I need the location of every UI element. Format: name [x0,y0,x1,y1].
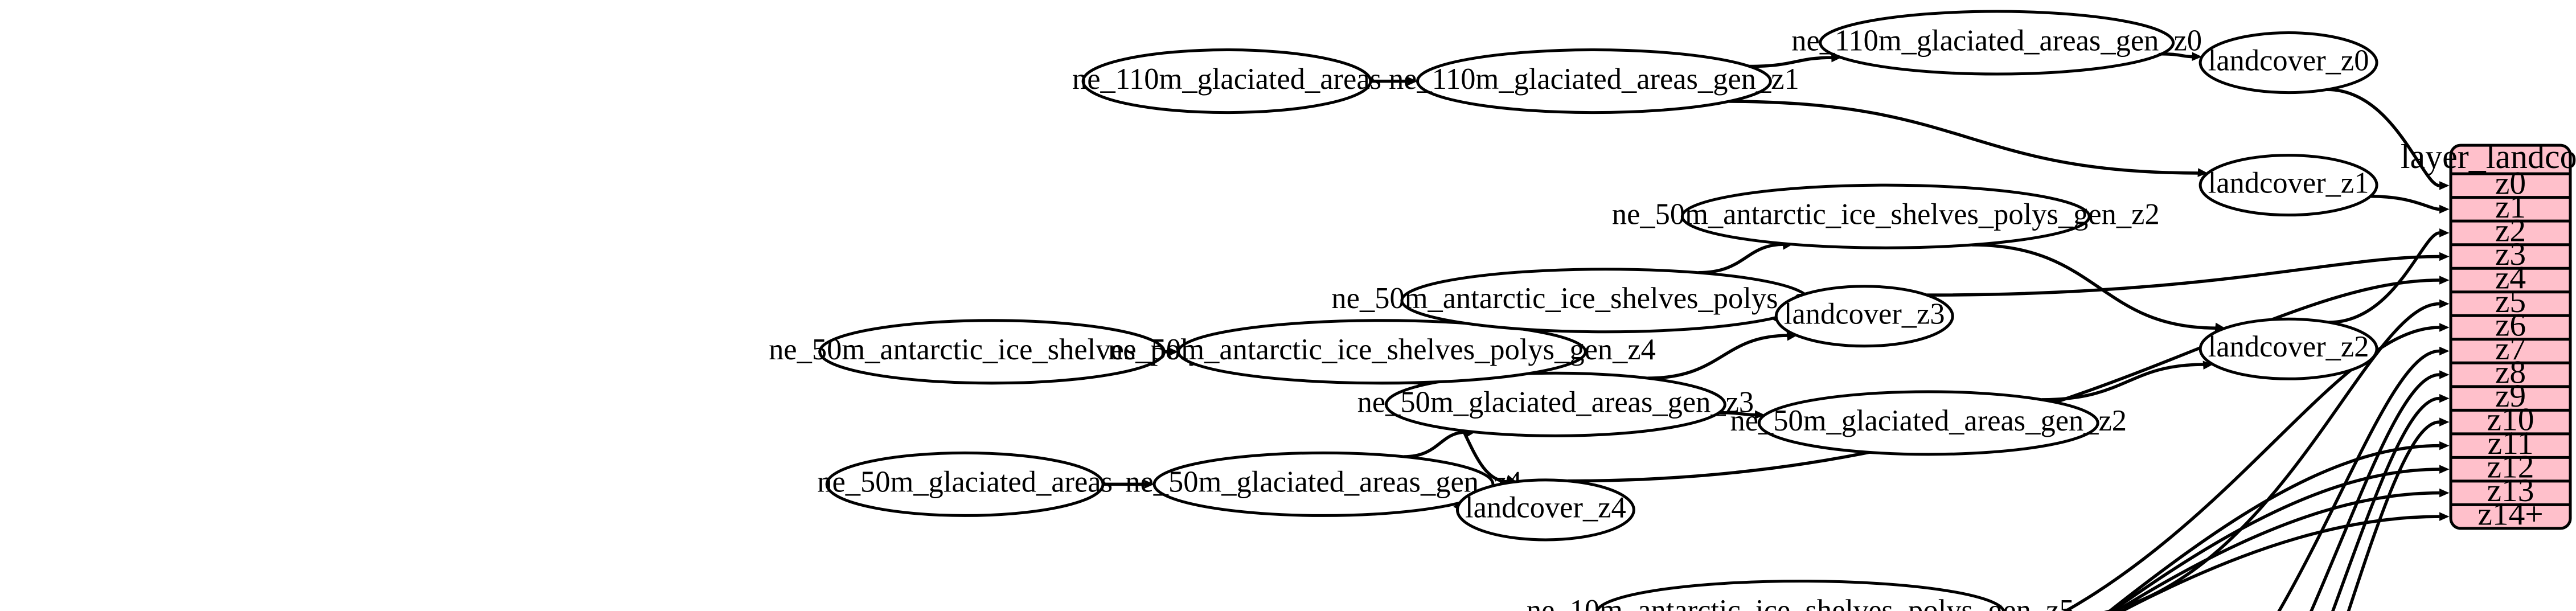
node-landcover_z0[interactable]: landcover_z0 [2198,31,2378,95]
record-cell-z5[interactable]: z5 [2495,284,2526,319]
record-table-layer: layer_landcoverz0z1z2z3z4z5z6z7z8z9z10z1… [2401,138,2576,532]
edge-osm_landcover_polygon-to-record-z14+ [2119,515,2440,611]
node-shape[interactable] [1774,285,1954,348]
record-cell-z0[interactable]: z0 [2495,165,2526,201]
node-landcover_z1[interactable]: landcover_z1 [2198,154,2378,217]
record-title: layer_landcover [2401,138,2576,175]
node-shape[interactable] [1081,48,1372,114]
node-ne_50m_antarctic_ice_shelves_polys_gen_z2[interactable]: ne_50m_antarctic_ice_shelves_polys_gen_z… [1612,183,2160,249]
node-shape[interactable] [1757,390,2099,456]
record-cell-z8[interactable]: z8 [2495,354,2526,390]
node-shape[interactable] [818,319,1166,385]
edge-ne_50m_glaciated_areas_gen_z3-to-ne_50m_glaciated_areas_gen_z2 [1719,411,1757,417]
node-shape[interactable] [1177,319,1587,385]
edge-arrowhead [2439,393,2450,403]
node-shape[interactable] [825,451,1105,517]
edge-arrowhead [1407,76,1418,86]
edge-arrowhead [2439,370,2450,379]
edge-osm_landcover_gen_z7-to-record-z7 [2277,349,2440,611]
record-cell-z2[interactable]: z2 [2495,212,2526,248]
node-shape[interactable] [1416,48,1772,114]
edge-arrowhead [2439,465,2450,474]
edge-landcover_z0-to-record-z0 [2327,88,2440,187]
node-ne_110m_glaciated_areas_gen_z1[interactable]: ne_110m_glaciated_areas_gen_z1 [1389,48,1799,114]
node-ne_50m_glaciated_areas[interactable]: ne_50m_glaciated_areas [817,451,1113,517]
edge-osm_landcover_gen_z11-to-record-z11 [2107,444,2440,611]
record-cell-z14+[interactable]: z14+ [2477,497,2543,532]
node-shape[interactable] [2198,154,2378,217]
edge-arrowhead [2439,299,2450,309]
record-cell-z4[interactable]: z4 [2495,260,2526,296]
record-cell-z7[interactable]: z7 [2495,331,2526,367]
node-ne_10m_antarctic_ice_shelves_polys_gen_z5[interactable]: ne_10m_antarctic_ice_shelves_polys_gen_z… [1527,579,2074,611]
node-shape[interactable] [1400,268,1811,334]
edge-landcover_z2-to-record-z2 [2329,231,2440,324]
node-landcover_z4[interactable]: landcover_z4 [1455,478,1635,542]
edge-arrowhead [1144,479,1155,489]
node-landcover_z2[interactable]: landcover_z2 [2198,317,2378,380]
record-cell-z3[interactable]: z3 [2495,236,2526,272]
edge-arrowhead [2439,204,2450,214]
edge-arrowhead [2439,488,2450,498]
record-cell-z13[interactable]: z13 [2487,473,2534,509]
edge-ne_110m_glaciated_areas_gen_z1-to-landcover_z1 [1729,100,2200,175]
edge-arrowhead [2439,441,2450,450]
node-shape[interactable] [2198,31,2378,95]
edge-ne_50m_antarctic_ice_shelves_polys_gen_z2-to-landcover_z2 [1972,243,2217,330]
edges-layer [1103,52,2450,611]
edge-arrowhead [1168,347,1179,356]
nodes-layer: imposm3osm_landcover_polygonsimplify_vw_… [769,10,2378,611]
edge-osm_landcover_gen_z13-to-record-z13 [2113,491,2440,611]
edge-ne_50m_glaciated_areas_gen_z3-to-landcover_z3 [1647,334,1789,380]
edge-arrowhead [2439,346,2450,356]
node-shape[interactable] [1152,451,1495,517]
node-shape[interactable] [1384,371,1726,437]
edge-arrowhead [2439,323,2450,332]
node-ne_50m_antarctic_ice_shelves_polys[interactable]: ne_50m_antarctic_ice_shelves_polys [769,319,1215,385]
node-ne_110m_glaciated_areas[interactable]: ne_110m_glaciated_areas [1072,48,1381,114]
edge-arrowhead [2197,168,2208,177]
edge-ne_110m_glaciated_areas_gen_z1-to-ne_110m_glaciated_areas_gen_z0 [1749,56,1833,68]
record-cell-z11[interactable]: z11 [2488,425,2534,461]
edge-arrowhead [2439,181,2450,190]
node-shape[interactable] [2198,317,2378,380]
edge-arrowhead [2439,228,2450,237]
node-landcover_z3[interactable]: landcover_z3 [1774,285,1954,348]
edge-arrowhead [2439,417,2450,427]
edge-osm_landcover_gen_z12-to-record-z12 [2109,468,2440,611]
edge-arrowhead [1754,410,1765,420]
record-cell-z10[interactable]: z10 [2487,402,2534,438]
edge-arrowhead [2439,252,2450,261]
record-cell-z9[interactable]: z9 [2495,378,2526,414]
node-shape[interactable] [1819,10,2175,76]
node-shape[interactable] [1595,579,2005,611]
edge-arrowhead [2214,322,2225,331]
edge-arrowhead [2202,360,2213,370]
edge-ne_50m_antarctic_ice_shelves_polys_gen_z3-to-ne_50m_antarctic_ice_shelves_polys_gen_z2 [1698,243,1785,274]
record-cell-z6[interactable]: z6 [2495,307,2526,343]
edge-landcover_z6-to-record-z6 [2062,326,2440,611]
node-ne_110m_glaciated_areas_gen_z0[interactable]: ne_110m_glaciated_areas_gen_z0 [1791,10,2202,76]
edge-arrowhead [2439,512,2450,521]
edge-ne_50m_glaciated_areas_gen_z4-to-ne_50m_glaciated_areas_gen_z3 [1404,430,1467,458]
edge-landcover_z1-to-record-z1 [2370,195,2440,211]
edge-ne_110m_glaciated_areas_gen_z0-to-landcover_z0 [2161,52,2194,59]
edge-landcover_z3-to-record-z3 [1926,255,2440,297]
edge-arrowhead [1786,332,1797,341]
edge-osm_landcover_gen_z8-to-record-z8 [2310,373,2440,611]
node-ne_50m_glaciated_areas_gen_z2[interactable]: ne_50m_glaciated_areas_gen_z2 [1730,390,2127,456]
edge-osm_landcover_gen_z9-to-record-z9 [2331,396,2440,611]
edge-landcover_z4-to-record-z4 [1568,278,2440,483]
record-cell-z12[interactable]: z12 [2487,449,2534,485]
node-shape[interactable] [1455,478,1635,542]
node-shape[interactable] [1680,183,2091,249]
edge-osm_landcover_gen_z10-to-record-z10 [2347,420,2440,611]
record-cell-z1[interactable]: z1 [2495,189,2526,225]
edge-ne_50m_glaciated_areas_gen_z2-to-landcover_z2 [2041,363,2205,401]
edge-arrowhead [2439,276,2450,285]
edge-arrowhead [2192,52,2202,61]
